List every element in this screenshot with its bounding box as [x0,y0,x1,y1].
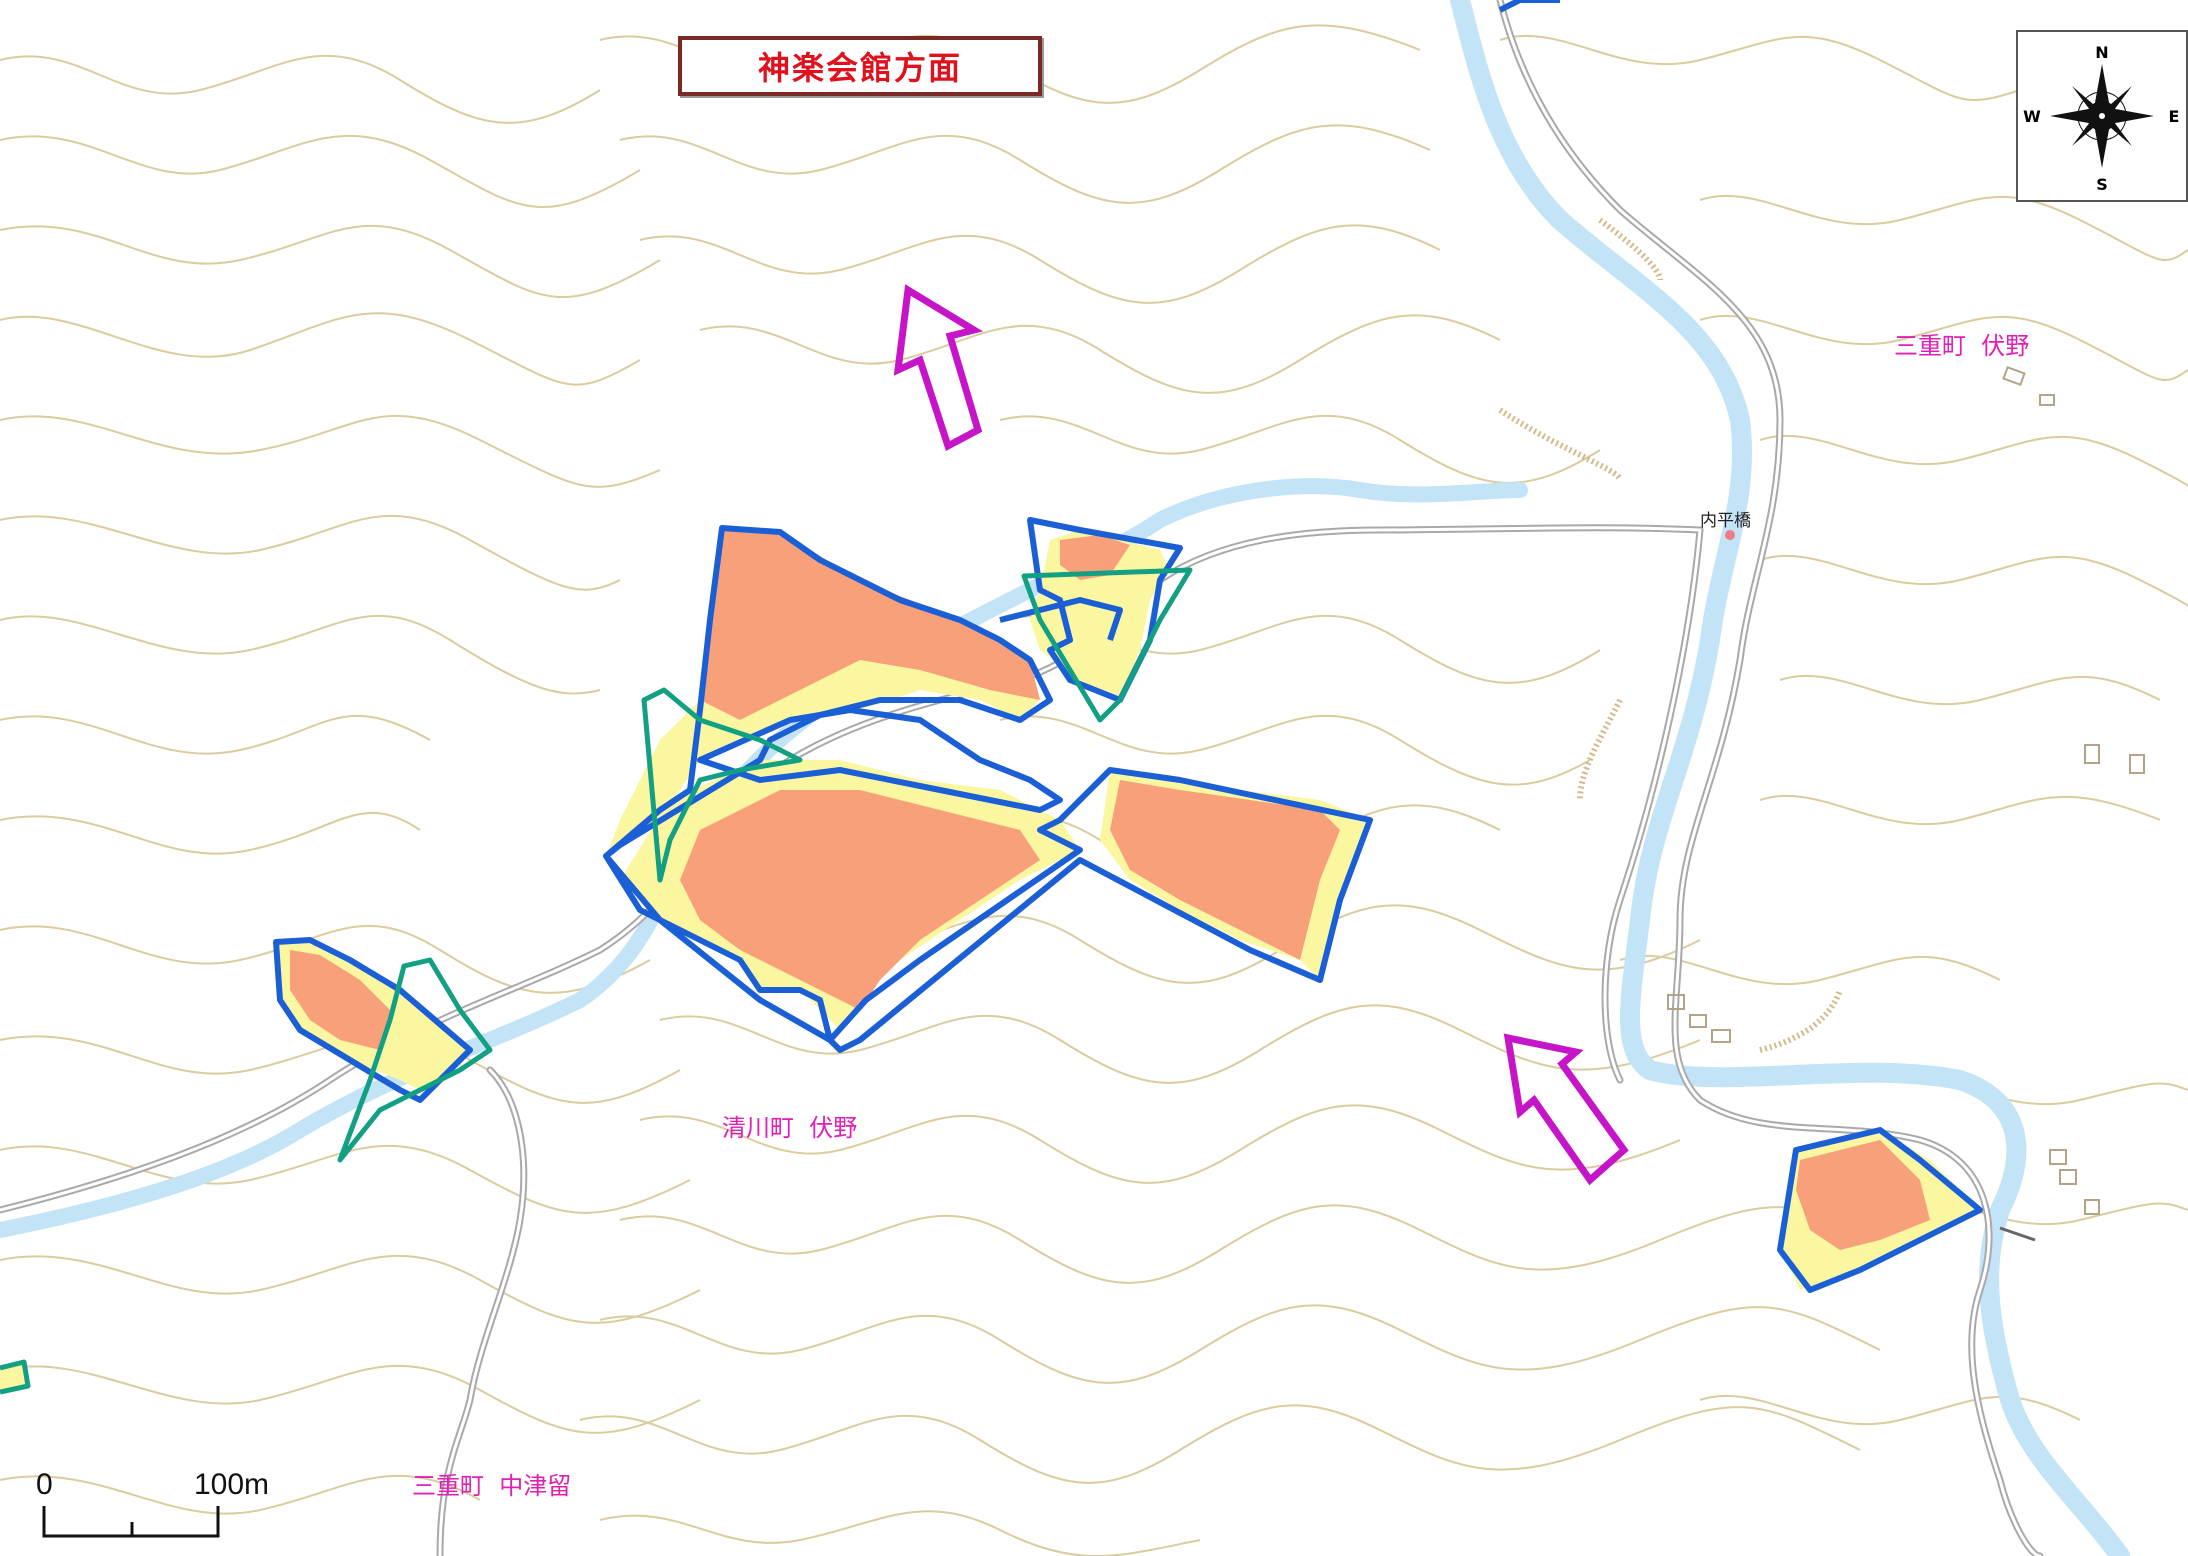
compass-rose: N S E W [2016,30,2188,202]
place-label-mie-fushino: 三重町 伏野 [1894,332,2030,360]
scale-bar-line [42,1506,220,1538]
contour-lines [0,24,2188,1556]
bridge-label: 内平橋 [1700,511,1751,531]
place-label-mie-nakatsuru: 三重町 中津留 [412,1472,572,1500]
compass-west: W [2023,107,2041,126]
scale-bar: 0 100m [36,1468,269,1538]
scale-end-label: 100m [194,1468,270,1501]
compass-south: S [2096,175,2108,194]
place-label-kiyokawa-fushino: 清川町 伏野 [722,1114,858,1142]
destination-title-box: 神楽会館方面 [678,36,1042,96]
compass-icon: N S E W [2023,43,2180,194]
destination-title: 神楽会館方面 [757,49,962,87]
compass-east: E [2169,107,2180,126]
buildings [1667,366,2145,1215]
bridge-marker [1725,530,1735,540]
direction-arrows [893,284,1629,1186]
embankments [1498,217,1843,1053]
scale-start-label: 0 [36,1468,53,1501]
compass-north: N [2095,43,2108,62]
hazard-outlines-green [0,567,1193,1395]
